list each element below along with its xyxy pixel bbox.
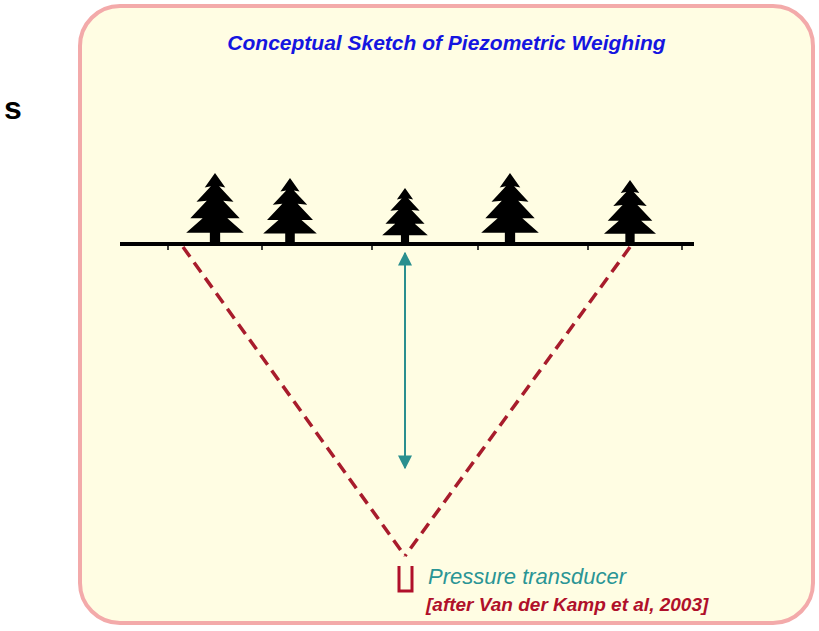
tree	[263, 178, 317, 245]
title: Conceptual Sketch of Piezometric Weighin…	[80, 31, 813, 55]
tree	[481, 173, 539, 245]
influence-cone	[183, 247, 630, 556]
transducer-label: Pressure transducer	[428, 564, 626, 590]
depth-arrow	[404, 253, 406, 468]
tree	[186, 173, 244, 245]
ground-ticks	[168, 244, 682, 250]
tree	[382, 188, 428, 245]
cropped-letter: s	[4, 90, 22, 127]
tree	[604, 180, 656, 245]
citation: [after Van der Kamp et al, 2003]	[426, 594, 708, 616]
transducer-symbol	[399, 566, 412, 591]
panel	[80, 6, 813, 623]
trees	[186, 173, 656, 245]
survey-marker	[401, 239, 409, 246]
